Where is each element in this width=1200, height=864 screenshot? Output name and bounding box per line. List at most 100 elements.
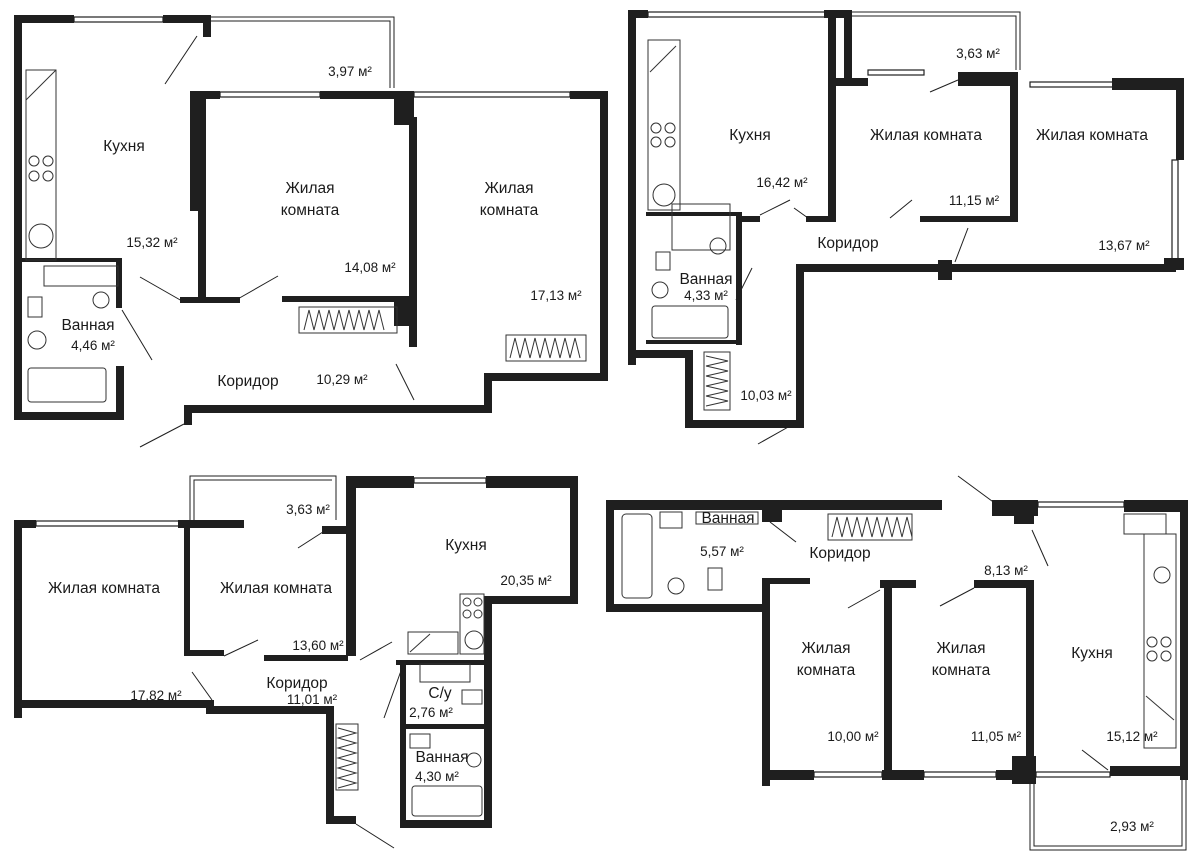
wall (806, 216, 836, 222)
wall (646, 340, 742, 344)
wall (938, 260, 952, 280)
stove-burner-icon (650, 122, 662, 134)
wall (409, 117, 417, 347)
washing-machine (659, 511, 683, 529)
washing-machine (695, 511, 759, 525)
stove-burner-icon (28, 155, 40, 167)
wall (180, 297, 240, 303)
wall (1180, 500, 1188, 780)
fixture (649, 45, 677, 73)
room-area: 4,30 м² (415, 769, 459, 784)
sink-icon (466, 752, 482, 768)
wall (190, 91, 198, 211)
wall (163, 15, 211, 23)
room-area: 2,76 м² (409, 705, 453, 720)
door (383, 667, 403, 719)
washing-machine (419, 663, 471, 683)
room-area: 15,32 м² (126, 235, 178, 250)
room-label: Коридор (266, 675, 327, 692)
stove-burner-icon (473, 597, 483, 607)
wall (828, 10, 836, 222)
wall (920, 216, 1018, 222)
room-area: 11,05 м² (971, 729, 1022, 744)
room-label: С/у (428, 685, 452, 702)
room-area: 13,60 м² (292, 638, 344, 653)
wall (14, 15, 22, 420)
wall (14, 15, 74, 23)
room-area: 20,35 м² (500, 573, 552, 588)
stove-burner-icon (1146, 636, 1158, 648)
window (413, 91, 571, 98)
room-label: Ванная (679, 271, 732, 288)
door (395, 363, 415, 401)
wall (600, 91, 608, 381)
door (139, 276, 183, 302)
room-area: 11,15 м² (949, 193, 1000, 208)
stove-burner-icon (1146, 650, 1158, 662)
room-label: Кухня (1071, 645, 1112, 662)
wall (736, 215, 742, 345)
washing-machine (43, 265, 119, 287)
wall (1112, 78, 1184, 90)
wall (184, 405, 492, 413)
room-area: 10,03 м² (740, 388, 792, 403)
bathtub-icon (27, 367, 107, 403)
door (939, 587, 975, 607)
fixture (1145, 695, 1175, 721)
washing-machine (1123, 513, 1167, 535)
kitchen-counter (459, 593, 485, 655)
wall (1124, 500, 1188, 512)
balcony-railing (189, 475, 337, 520)
door (793, 207, 809, 219)
wall (1026, 584, 1034, 760)
wall (484, 596, 578, 604)
wall (1010, 72, 1018, 222)
radiator-icon (298, 306, 398, 334)
door (929, 79, 959, 93)
door (359, 641, 393, 661)
wall (203, 15, 211, 37)
radiator-icon (335, 723, 359, 791)
wall (628, 350, 693, 358)
stove-burner-icon (650, 136, 662, 148)
window (1171, 159, 1179, 261)
stove-burner-icon (473, 609, 483, 619)
sink-icon (464, 630, 484, 650)
wall (184, 405, 192, 425)
radiator-icon (827, 513, 913, 541)
door (297, 529, 327, 549)
window (219, 91, 321, 98)
room-area: 17,13 м² (530, 288, 582, 303)
wall (404, 724, 488, 729)
radiator-icon (505, 334, 587, 362)
room-label: Ванная (701, 510, 754, 527)
wall (184, 650, 224, 656)
window (647, 11, 829, 18)
door (759, 199, 791, 216)
wall (628, 10, 648, 18)
wall (484, 596, 492, 828)
sink-icon (667, 577, 685, 595)
wall (796, 264, 1176, 272)
door (164, 35, 198, 85)
kitchen-counter (25, 69, 57, 261)
wall (400, 660, 406, 828)
wall (400, 820, 492, 828)
window (413, 477, 487, 484)
wall (14, 700, 214, 708)
balcony-area: 2,93 м² (1110, 819, 1154, 834)
window (1035, 771, 1111, 778)
washing-machine (671, 203, 731, 251)
window (73, 16, 164, 23)
wall (14, 412, 124, 420)
door (235, 275, 279, 301)
door (889, 199, 913, 219)
wall (740, 216, 760, 222)
wall (282, 296, 412, 302)
wall (570, 91, 608, 99)
wall (14, 520, 36, 528)
wall (1110, 766, 1188, 776)
sink-icon (652, 183, 676, 207)
